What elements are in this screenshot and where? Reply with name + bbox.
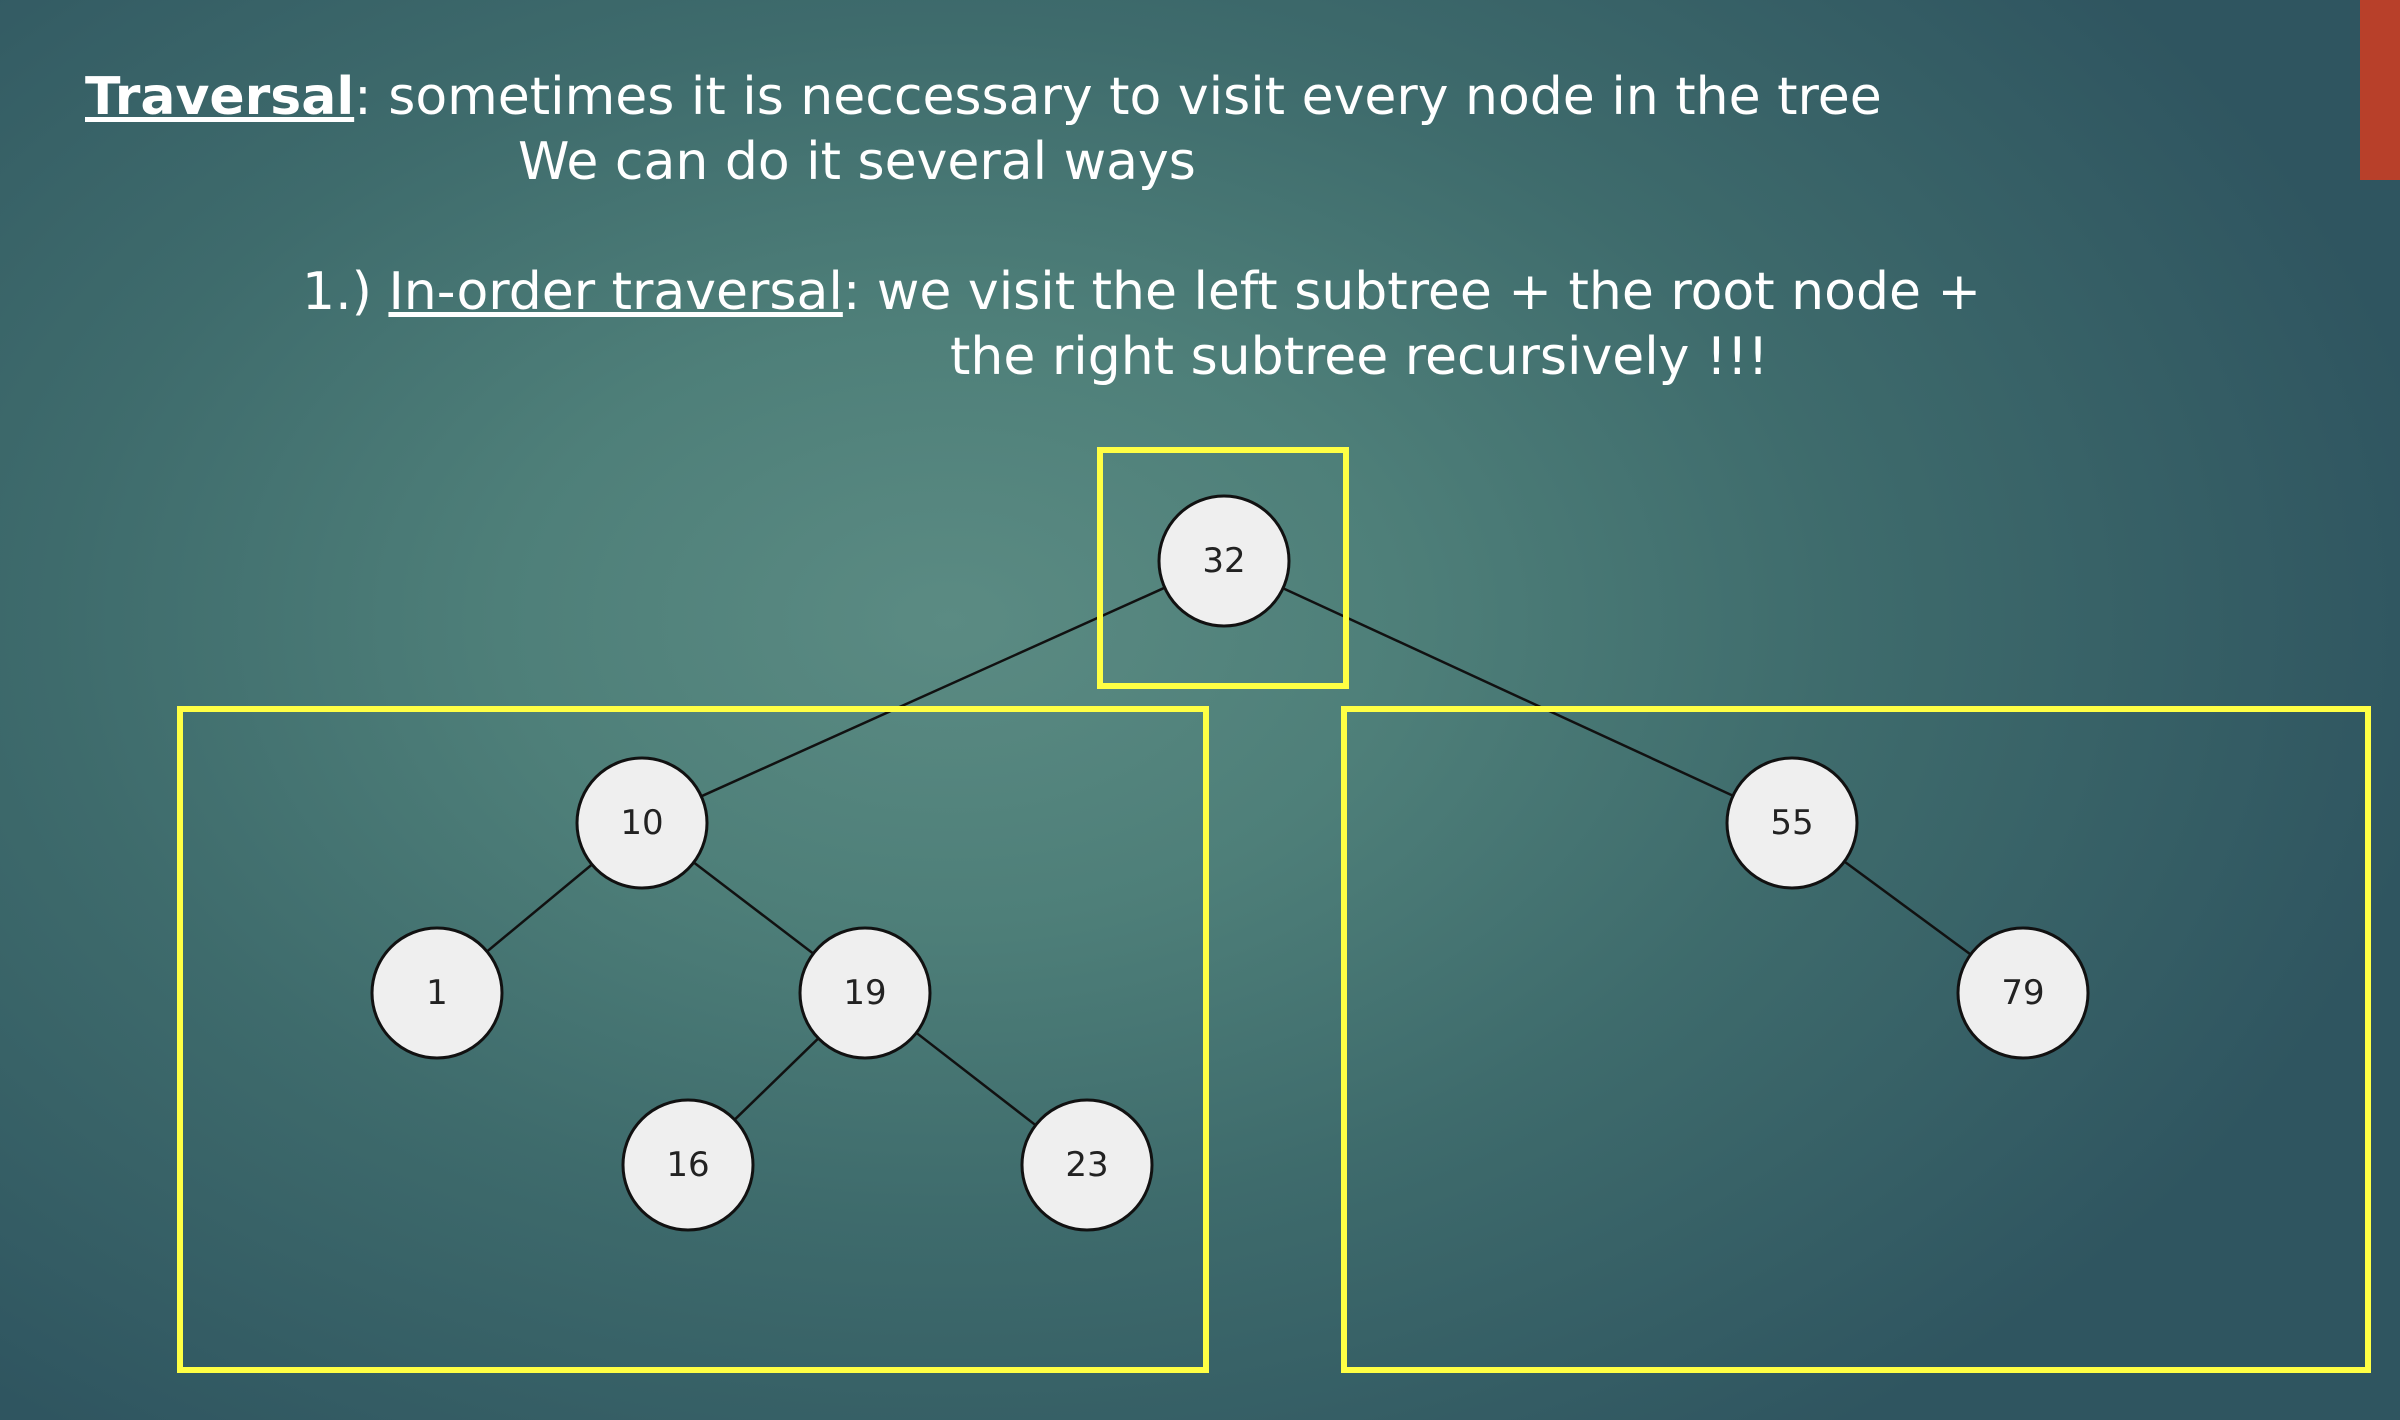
node-label: 10 bbox=[620, 803, 663, 843]
edge-32-55 bbox=[1282, 587, 1734, 797]
right-subtree-highlight-box bbox=[1341, 706, 2371, 1373]
heading-line-2: We can do it several ways bbox=[518, 132, 1196, 192]
heading-term: Traversal bbox=[85, 67, 355, 127]
tree-node-55: 55 bbox=[1725, 756, 1859, 890]
edge-10-19 bbox=[692, 861, 815, 955]
node-circle bbox=[621, 1098, 755, 1232]
item1-rest: : we visit the left subtree + the root n… bbox=[842, 262, 1982, 322]
item1-line: 1.) In-order traversal: we visit the lef… bbox=[302, 260, 1981, 324]
tree-node-10: 10 bbox=[575, 756, 709, 890]
node-circle bbox=[1020, 1098, 1154, 1232]
edge-32-10 bbox=[700, 586, 1166, 798]
tree-node-79: 79 bbox=[1956, 926, 2090, 1060]
node-label: 23 bbox=[1065, 1145, 1108, 1185]
accent-bar bbox=[2360, 0, 2400, 180]
tree-nodes: 32 10 55 1 19 16 23 79 bbox=[370, 494, 2090, 1232]
node-circle bbox=[1956, 926, 2090, 1060]
edge-55-79 bbox=[1843, 860, 1972, 956]
tree-node-19: 19 bbox=[798, 926, 932, 1060]
item1-number: 1.) bbox=[302, 262, 389, 322]
heading-rest: : sometimes it is neccessary to visit ev… bbox=[354, 67, 1882, 127]
node-circle bbox=[798, 926, 932, 1060]
node-label: 55 bbox=[1770, 803, 1813, 843]
tree-node-1: 1 bbox=[370, 926, 504, 1060]
root-highlight-box bbox=[1097, 447, 1349, 689]
node-label: 16 bbox=[666, 1145, 709, 1185]
item1-line-2: the right subtree recursively !!! bbox=[950, 327, 1769, 387]
tree-node-16: 16 bbox=[621, 1098, 755, 1232]
tree-edges bbox=[486, 586, 1972, 1127]
node-circle bbox=[1157, 494, 1291, 628]
tree-node-32: 32 bbox=[1157, 494, 1291, 628]
node-circle bbox=[575, 756, 709, 890]
node-label: 79 bbox=[2001, 973, 2044, 1013]
node-circle bbox=[370, 926, 504, 1060]
node-label: 32 bbox=[1202, 541, 1245, 581]
edge-10-1 bbox=[486, 863, 593, 953]
heading-line: Traversal: sometimes it is neccessary to… bbox=[85, 65, 1882, 129]
item1-term: In-order traversal bbox=[388, 262, 843, 322]
node-circle bbox=[1725, 756, 1859, 890]
left-subtree-highlight-box bbox=[177, 706, 1209, 1373]
node-label: 19 bbox=[843, 973, 886, 1013]
node-label: 1 bbox=[426, 973, 448, 1013]
edge-19-16 bbox=[733, 1037, 820, 1121]
edge-19-23 bbox=[915, 1031, 1037, 1127]
tree-node-23: 23 bbox=[1020, 1098, 1154, 1232]
highlight-boxes bbox=[177, 447, 2371, 1373]
